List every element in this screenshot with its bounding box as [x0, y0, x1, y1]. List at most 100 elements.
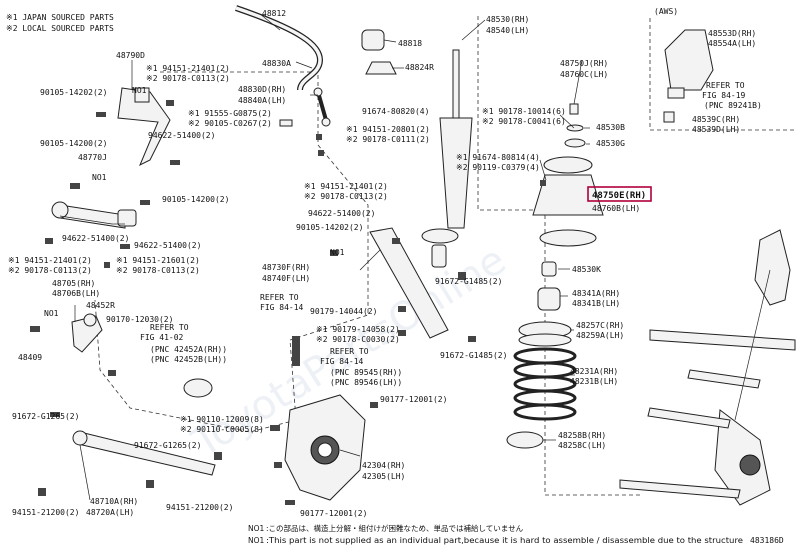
callout-42304[interactable]: 42304(RH)	[362, 461, 405, 470]
upper-arm-bushing	[134, 87, 150, 103]
callout-48452r[interactable]: 48452R	[86, 301, 115, 310]
callout-48760c[interactable]: 48760C(LH)	[560, 70, 608, 79]
callout-48539c[interactable]: 48539C(RH)	[692, 115, 740, 124]
callout-90178-c0113-a[interactable]: ※2 90178-C0113(2)	[146, 74, 230, 83]
callout-94151-21401-b[interactable]: ※1 94151-21401(2)	[304, 182, 388, 191]
callout-48341b[interactable]: 48341B(LH)	[572, 299, 620, 308]
callout-48258c[interactable]: 48258C(LH)	[558, 441, 606, 450]
callout-48257c[interactable]: 48257C(RH)	[576, 321, 624, 330]
callout-48840a[interactable]: 48840A(LH)	[238, 96, 286, 105]
callout-90178-c0113-d[interactable]: ※2 90178-C0113(2)	[116, 266, 200, 275]
callout-48530k[interactable]: 48530K	[572, 265, 601, 274]
callout-48750j[interactable]: 48750J(RH)	[560, 59, 608, 68]
callout-48706b[interactable]: 48706B(LH)	[52, 289, 100, 298]
callout-94151-20801[interactable]: ※1 94151-20801(2)	[346, 125, 430, 134]
callout-94151-21200-a[interactable]: 94151-21200(2)	[12, 508, 79, 517]
callout-94622-51400-a[interactable]: 94622-51400(2)	[148, 131, 215, 140]
shock-rod	[452, 49, 460, 121]
callout-48818[interactable]: 48818	[398, 39, 422, 48]
note-no1-c: NO1	[330, 248, 345, 257]
callout-90105-14200-b[interactable]: 90105-14200(2)	[162, 195, 229, 204]
callout-91555-g0875[interactable]: ※1 91555-G0875(2)	[188, 109, 272, 118]
callout-48760b[interactable]: 48760B(LH)	[592, 204, 640, 213]
callout-90110-c0005[interactable]: ※2 90110-C0005(8)	[180, 425, 264, 434]
refer-to-84-19[interactable]: REFER TO	[706, 81, 745, 90]
callout-48259a[interactable]: 48259A(LH)	[576, 331, 624, 340]
callout-48720a[interactable]: 48720A(LH)	[86, 508, 134, 517]
callout-48540[interactable]: 48540(LH)	[486, 26, 529, 35]
callout-90177-12001-b[interactable]: 90177-12001(2)	[300, 509, 367, 518]
callout-48231a[interactable]: 48231A(RH)	[570, 367, 618, 376]
callout-48750e-highlighted[interactable]: 48750E(RH)	[592, 191, 646, 201]
callout-90178-c0111[interactable]: ※2 90178-C0111(2)	[346, 135, 430, 144]
callout-48740f[interactable]: 48740F(LH)	[262, 274, 310, 283]
callout-91674-80820[interactable]: 91674-80820(4)	[362, 107, 429, 116]
callout-90178-c0113-c[interactable]: ※2 90178-C0113(2)	[8, 266, 92, 275]
callout-48710a[interactable]: 48710A(RH)	[90, 497, 138, 506]
toe-arm-bushing-outer	[117, 209, 137, 227]
callout-48231b[interactable]: 48231B(LH)	[570, 377, 618, 386]
callout-48530b[interactable]: 48530B	[596, 123, 625, 132]
stabilizer-bracket	[365, 61, 397, 75]
callout-48830d[interactable]: 48830D(RH)	[238, 85, 286, 94]
fig-84-14b[interactable]: FIG 84-14	[320, 357, 364, 366]
trailing-lower-arm	[369, 227, 449, 339]
callout-48258b[interactable]: 48258B(RH)	[558, 431, 606, 440]
callout-94622-51400-b[interactable]: 94622-51400(2)	[308, 209, 375, 218]
callout-91672-g1265-b[interactable]: 91672-G1265(2)	[134, 441, 201, 450]
pnc-89545[interactable]: (PNC 89545(RH))	[330, 368, 402, 377]
callout-48530g[interactable]: 48530G	[596, 139, 625, 148]
callout-90105-14202-b[interactable]: 90105-14202(2)	[296, 223, 363, 232]
callout-90178-c0113-b[interactable]: ※2 90178-C0113(2)	[304, 192, 388, 201]
callout-90110-12009[interactable]: ※1 90110-12009(8)	[180, 415, 264, 424]
pnc-42452a[interactable]: (PNC 42452A(RH))	[150, 345, 227, 354]
callout-48790d[interactable]: 48790D	[116, 51, 145, 60]
callout-48409[interactable]: 48409	[18, 353, 42, 362]
callout-48530[interactable]: 48530(RH)	[486, 15, 529, 24]
pnc-89546[interactable]: (PNC 89546(LH))	[330, 378, 402, 387]
highlight-48750e	[587, 186, 652, 202]
callout-94622-51400-d[interactable]: 94622-51400(2)	[134, 241, 201, 250]
callout-48730f[interactable]: 48730F(RH)	[262, 263, 310, 272]
callout-91672-g1485-a[interactable]: 91672-G1485(2)	[435, 277, 502, 286]
callout-48824r[interactable]: 48824R	[405, 63, 434, 72]
callout-90105-c0267[interactable]: ※2 90105-C0267(2)	[188, 119, 272, 128]
callout-42305[interactable]: 42305(LH)	[362, 472, 405, 481]
callout-48553d[interactable]: 48553D(RH)	[708, 29, 756, 38]
fig-84-14a[interactable]: FIG 84-14	[260, 303, 304, 312]
callout-48812[interactable]: 48812	[262, 9, 286, 18]
callout-90105-14202-a[interactable]: 90105-14202(2)	[40, 88, 107, 97]
callout-48770j[interactable]: 48770J	[78, 153, 107, 162]
callout-90178-c0030[interactable]: ※2 90178-C0030(2)	[316, 335, 400, 344]
callout-91672-g1485-b[interactable]: 91672-G1485(2)	[440, 351, 507, 360]
callout-48539d[interactable]: 48539D(LH)	[692, 125, 740, 134]
callout-94151-21601[interactable]: ※1 94151-21601(2)	[116, 256, 200, 265]
callout-90178-10014[interactable]: ※1 90178-10014(6)	[482, 107, 566, 116]
callout-90179-14044[interactable]: 90179-14044(2)	[310, 307, 377, 316]
callout-90178-c0041[interactable]: ※2 90178-C0041(6)	[482, 117, 566, 126]
callout-90179-14058[interactable]: ※1 90179-14058(2)	[316, 325, 400, 334]
callout-90170-12030[interactable]: 90170-12030(2)	[106, 315, 173, 324]
refer-to-84-14a[interactable]: REFER TO	[260, 293, 299, 302]
callout-94622-51400-c[interactable]: 94622-51400(2)	[62, 234, 129, 243]
callout-94151-21401-a[interactable]: ※1 94151-21401(2)	[146, 64, 230, 73]
callout-90105-14200-a[interactable]: 90105-14200(2)	[40, 139, 107, 148]
callout-48554a[interactable]: 48554A(LH)	[708, 39, 756, 48]
callout-94151-21401-c[interactable]: ※1 94151-21401(2)	[8, 256, 92, 265]
callout-94151-21200-b[interactable]: 94151-21200(2)	[166, 503, 233, 512]
callout-48830a[interactable]: 48830A	[262, 59, 291, 68]
callout-48341a[interactable]: 48341A(RH)	[572, 289, 620, 298]
callout-91674-80814[interactable]: ※1 91674-80814(4)	[456, 153, 540, 162]
refer-to-41-02[interactable]: REFER TO	[150, 323, 189, 332]
callout-90177-12001-a[interactable]: 90177-12001(2)	[380, 395, 447, 404]
strut-upper-boot	[532, 174, 604, 216]
refer-to-84-14b[interactable]: REFER TO	[330, 347, 369, 356]
callout-48705[interactable]: 48705(RH)	[52, 279, 95, 288]
callout-91672-g1265-a[interactable]: 91672-G1265(2)	[12, 412, 79, 421]
pnc-89241b[interactable]: (PNC 89241B)	[704, 101, 762, 110]
callout-90119-c0379[interactable]: ※2 90119-C0379(4)	[456, 163, 540, 172]
lower-insulator	[506, 431, 544, 449]
fig-84-19[interactable]: FIG 84-19	[702, 91, 746, 100]
pnc-42452b[interactable]: (PNC 42452B(LH))	[150, 355, 227, 364]
fig-41-02[interactable]: FIG 41-02	[140, 333, 184, 342]
